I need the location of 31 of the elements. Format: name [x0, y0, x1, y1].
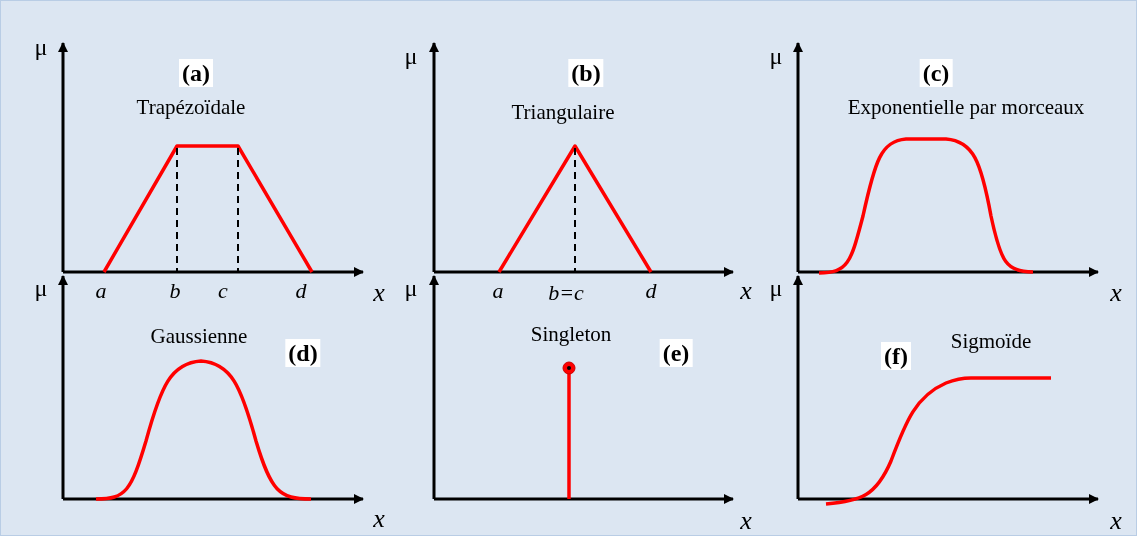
curve-title: Gaussienne	[150, 325, 248, 347]
curve-title: Trapézoïdale	[136, 96, 246, 118]
axis-label: μ	[34, 35, 48, 59]
axis-label: x	[1110, 280, 1122, 306]
axis-label: μ	[404, 276, 418, 300]
tick-label: a	[492, 280, 504, 302]
axis-label: x	[1110, 508, 1122, 534]
panel-letter: (c)	[919, 59, 953, 87]
curve-title: Triangulaire	[511, 101, 615, 123]
curve-title: Sigmoïde	[950, 330, 1032, 352]
panel-letter: (a)	[179, 59, 213, 87]
tick-label: b=c	[548, 282, 584, 304]
panel-letter: (d)	[285, 339, 321, 367]
axis-label: x	[740, 278, 752, 304]
curve-title: Singleton	[530, 323, 612, 345]
axis-label: x	[373, 280, 385, 306]
tick-label: c	[218, 280, 228, 302]
axis-label: μ	[404, 44, 418, 68]
axis-label: x	[740, 508, 752, 534]
panel-letter: (b)	[568, 59, 604, 87]
axis-label: μ	[769, 44, 783, 68]
axis-label: x	[373, 506, 385, 532]
tick-label: b	[169, 280, 181, 302]
axis-label: μ	[34, 276, 48, 300]
axis-label: μ	[769, 276, 783, 300]
panel-letter: (e)	[659, 339, 693, 367]
panel-letter: (f)	[881, 342, 911, 370]
curve-title: Exponentielle par morceaux	[847, 96, 1085, 118]
tick-label: d	[295, 280, 307, 302]
tick-label: d	[645, 280, 657, 302]
tick-label: a	[95, 280, 107, 302]
